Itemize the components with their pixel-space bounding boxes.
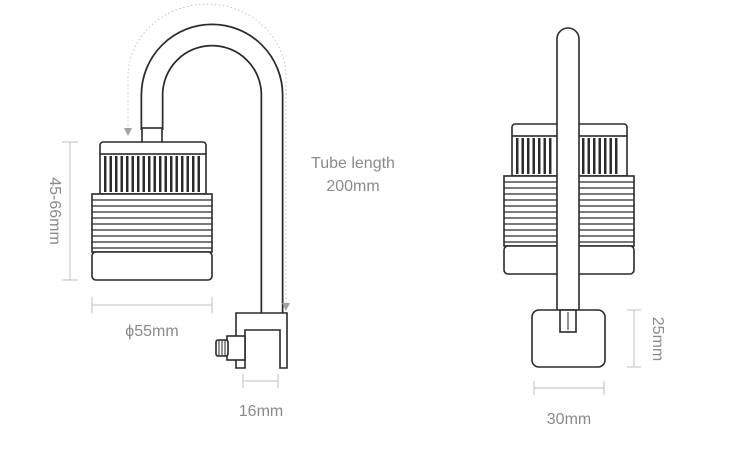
cap-rib bbox=[120, 156, 123, 192]
height-label: 45-66mm bbox=[46, 177, 63, 245]
cap-rib bbox=[109, 156, 112, 192]
cap-rib bbox=[527, 138, 530, 174]
cap-rib bbox=[186, 156, 189, 192]
clip-width-label: 16mm bbox=[239, 403, 283, 420]
mounting-clip bbox=[215, 312, 288, 369]
front-tube bbox=[556, 27, 580, 321]
cap-rib bbox=[532, 138, 535, 174]
cap-rib bbox=[598, 138, 601, 174]
cap-rib bbox=[587, 138, 590, 174]
cap-rib bbox=[543, 138, 546, 174]
cap-rib bbox=[192, 156, 195, 192]
cap-rib bbox=[148, 156, 151, 192]
clamp-width-dimension: 30mm bbox=[533, 381, 605, 428]
cap-rib bbox=[582, 138, 585, 174]
cap-rib bbox=[142, 156, 145, 192]
cap-rib bbox=[153, 156, 156, 192]
front-view: 25mm 30mm bbox=[503, 27, 666, 428]
cap-rib bbox=[521, 138, 524, 174]
cap-rib bbox=[593, 138, 596, 174]
cap-rib bbox=[609, 138, 612, 174]
cap-rib bbox=[104, 156, 107, 192]
cap-rib bbox=[137, 156, 140, 192]
skimmer-cap bbox=[99, 141, 207, 195]
diameter-dimension: ϕ55mm bbox=[91, 297, 213, 340]
front-clamp bbox=[531, 309, 606, 368]
cap-rib bbox=[604, 138, 607, 174]
clamp-width-label: 30mm bbox=[547, 411, 591, 428]
cap-rib bbox=[538, 138, 541, 174]
clip-width-dimension: 16mm bbox=[239, 374, 283, 420]
diameter-label: ϕ55mm bbox=[125, 323, 178, 340]
tube-length-label-line2: 200mm bbox=[326, 178, 379, 195]
cap-rib bbox=[170, 156, 173, 192]
cap-rib bbox=[126, 156, 129, 192]
cap-rib bbox=[549, 138, 552, 174]
side-view: 45-66mm ϕ55mm 16mm Tube length 200mm bbox=[46, 3, 395, 420]
clamp-height-dimension: 25mm bbox=[627, 309, 666, 368]
skimmer-body bbox=[91, 193, 213, 281]
cap-rib bbox=[115, 156, 118, 192]
clamp-height-label: 25mm bbox=[649, 317, 666, 361]
cap-rib bbox=[516, 138, 519, 174]
tube-length-guide bbox=[127, 3, 287, 305]
tube-length-label-line1: Tube length bbox=[311, 155, 395, 172]
cap-rib bbox=[197, 156, 200, 192]
cap-rib bbox=[175, 156, 178, 192]
cap-rib bbox=[159, 156, 162, 192]
cap-rib bbox=[164, 156, 167, 192]
cap-rib bbox=[131, 156, 134, 192]
cap-rib bbox=[615, 138, 618, 174]
cap-rib bbox=[181, 156, 184, 192]
height-dimension: 45-66mm bbox=[46, 141, 78, 281]
